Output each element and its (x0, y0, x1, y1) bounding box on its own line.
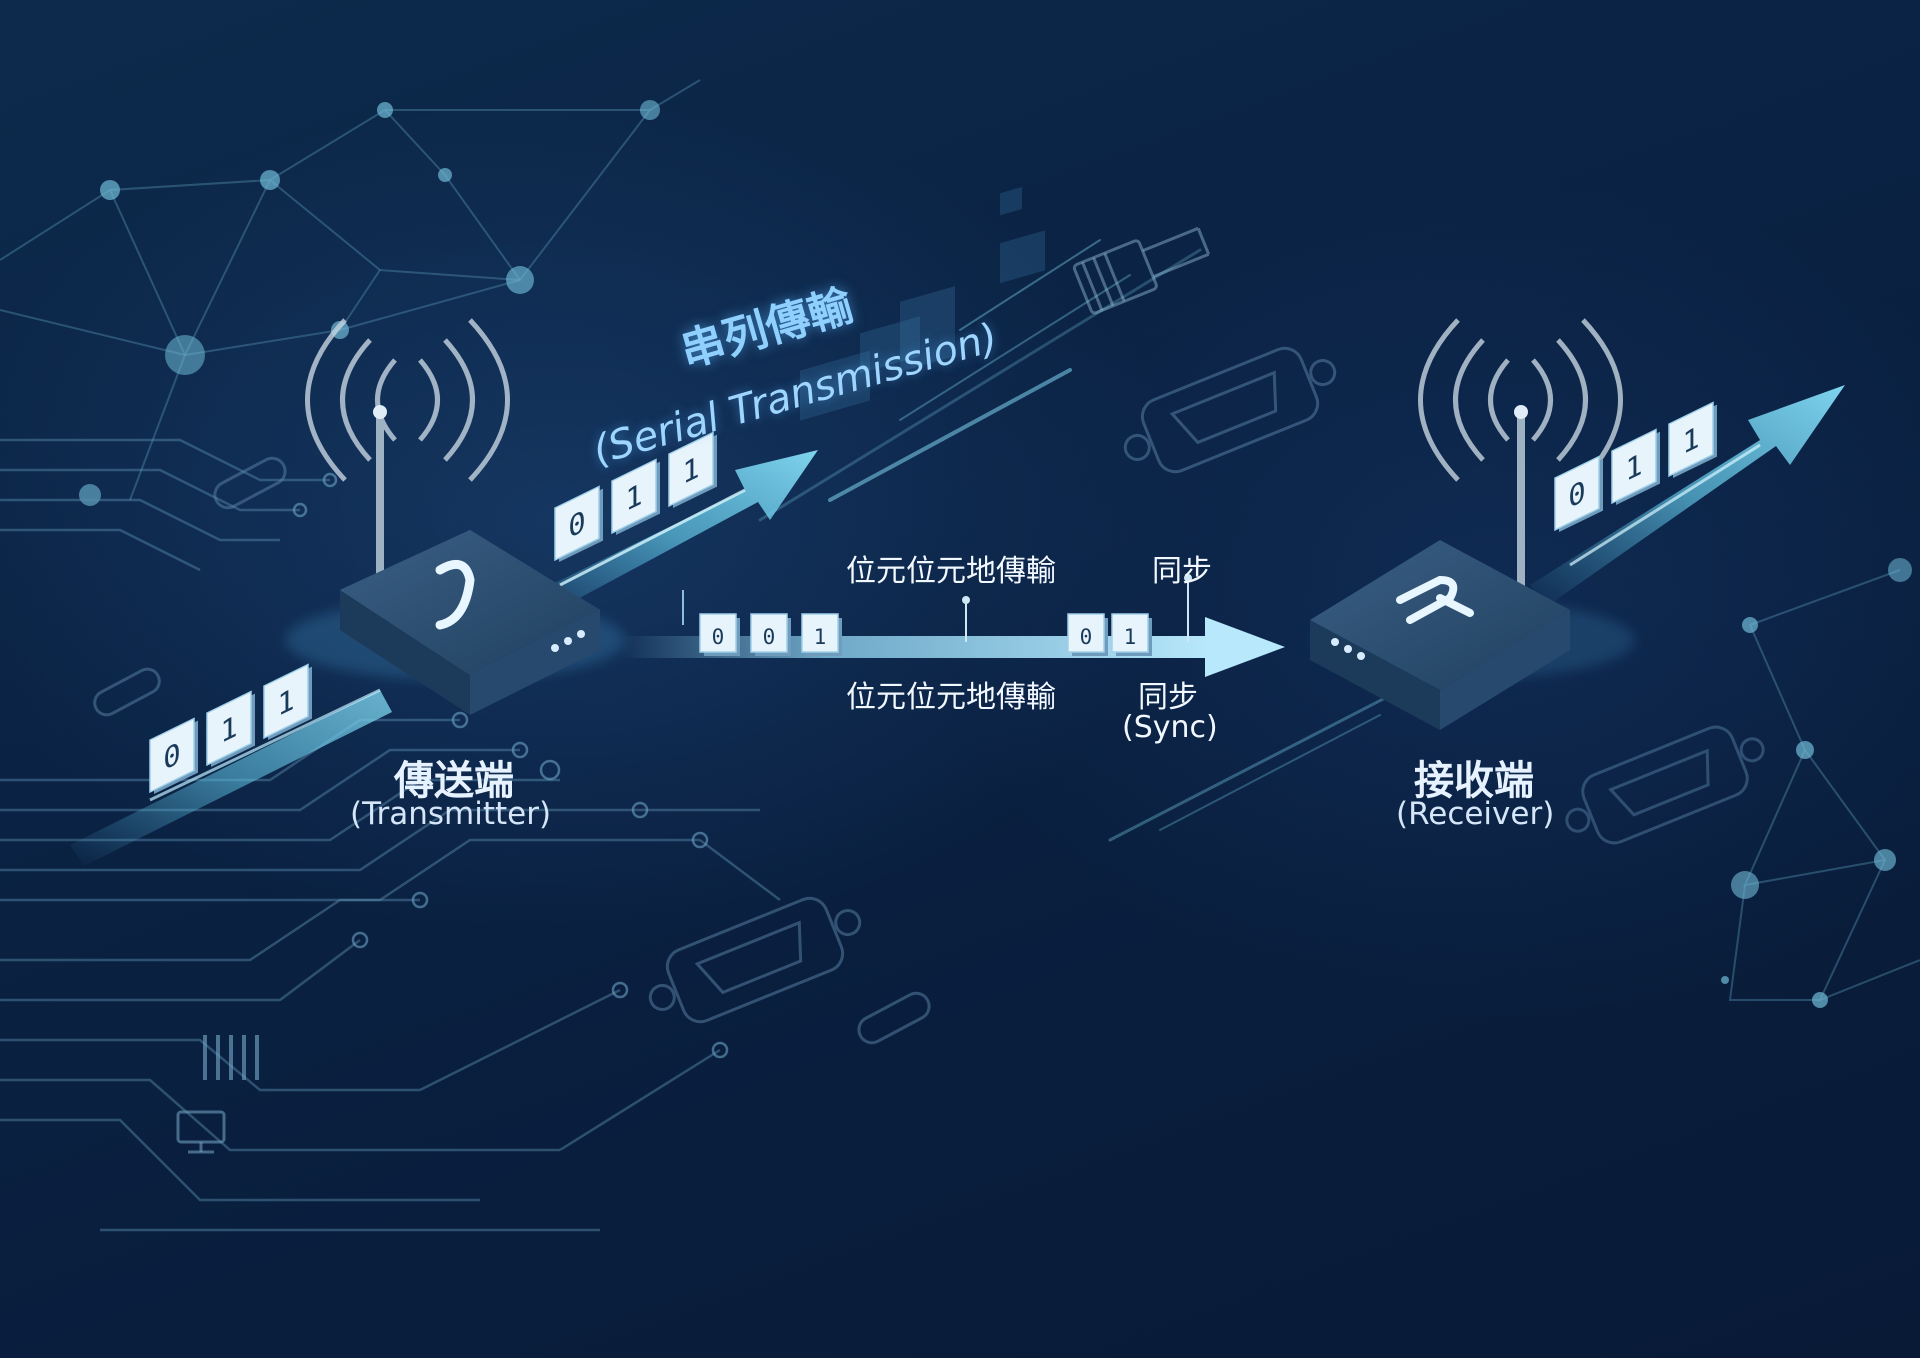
input-bit-0-text: 0 (163, 736, 180, 778)
output-bit-2-text: 1 (682, 450, 699, 492)
transmitter-label-cn: 傳送端 (394, 758, 514, 804)
input-bit-2-text: 1 (277, 682, 294, 724)
output-bit-0: 0 (554, 485, 603, 563)
label-sync-bottom: 同步 (1138, 680, 1198, 715)
receiver-bit-2-text: 1 (1682, 420, 1699, 462)
output-bit-1-text: 1 (625, 477, 642, 519)
serial-port-icon-lower (648, 896, 862, 1024)
receiver-bit-2: 1 (1668, 401, 1717, 479)
link-bit-a-1-text: 0 (763, 625, 776, 649)
receiver-stream-arrow (1530, 385, 1845, 607)
link-bit-a-1: 0 (750, 613, 791, 656)
network-nodes-left (79, 100, 660, 506)
output-bit-0-text: 0 (568, 504, 585, 546)
light-streaks (758, 239, 1422, 842)
link-bit-b-1-text: 1 (1124, 625, 1137, 649)
ethernet-plug-icon (1072, 226, 1211, 315)
receiver-bit-0-text: 0 (1568, 474, 1585, 516)
link-bit-b-1: 1 (1111, 613, 1152, 656)
link-bit-a-2: 1 (801, 613, 842, 656)
link-bit-a-0: 0 (699, 613, 740, 656)
output-bit-1: 1 (611, 458, 660, 536)
network-nodes-right (1721, 558, 1912, 1008)
data-packet-blocks (800, 186, 1045, 421)
sync-markers (962, 574, 1192, 642)
receiver-bit-1-text: 1 (1625, 447, 1642, 489)
receiver-bit-1: 1 (1611, 428, 1660, 506)
link-bit-a-0-text: 0 (712, 625, 725, 649)
receiver-label-en: (Receiver) (1396, 796, 1555, 832)
label-bit-by-bit-top: 位元位元地傳輸 (846, 554, 1056, 589)
network-graph-right (1728, 569, 1920, 1002)
label-bit-by-bit-bottom: 位元位元地傳輸 (846, 680, 1056, 715)
link-bit-a-2-text: 1 (814, 625, 827, 649)
input-bit-2: 1 (263, 663, 312, 741)
link-bit-b-0: 0 (1067, 613, 1108, 656)
link-bit-b-0-text: 0 (1080, 625, 1093, 649)
transmitter-label-en: (Transmitter) (350, 796, 552, 832)
usb-c-icon (93, 456, 931, 1045)
input-stream-arrow (70, 688, 392, 866)
serial-port-icon-right (1565, 725, 1765, 845)
output-stream-arrow (520, 450, 818, 622)
circuit-vias (292, 472, 729, 1059)
transmitter-router-icon (285, 318, 625, 715)
input-bit-1: 1 (206, 690, 255, 768)
serial-port-icon-center (1123, 346, 1337, 474)
input-bit-1-text: 1 (220, 709, 237, 751)
monitor-icon (176, 1110, 226, 1154)
label-sync-top: 同步 (1152, 554, 1212, 589)
receiver-router-icon (1310, 318, 1635, 730)
circuit-traces-left (0, 438, 781, 1232)
label-sync-bottom-en: (Sync) (1122, 710, 1218, 745)
input-bit-0: 0 (149, 717, 198, 795)
receiver-label-cn: 接收端 (1414, 758, 1534, 804)
receiver-bit-0: 0 (1554, 455, 1603, 533)
barcode-chip-icon (203, 1035, 259, 1080)
output-bit-2: 1 (668, 431, 717, 509)
